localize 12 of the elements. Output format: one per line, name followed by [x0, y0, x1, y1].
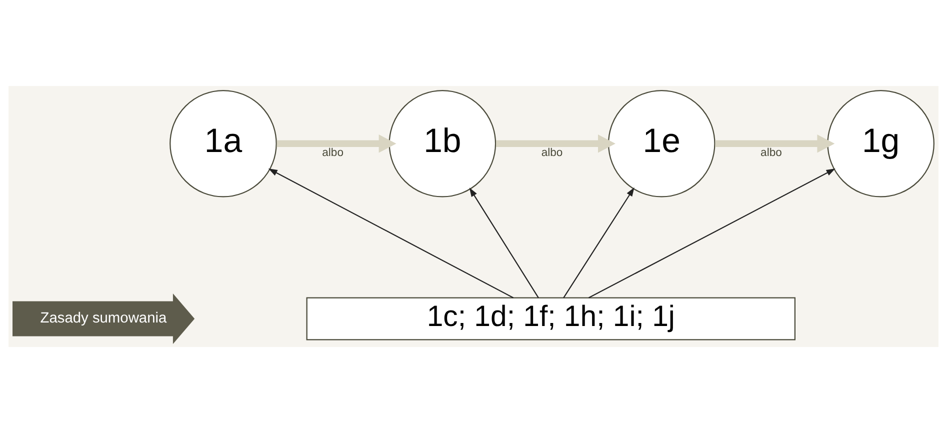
node-circle: 1g [827, 90, 934, 198]
arrow [563, 187, 634, 298]
node-box: 1c; 1d; 1f; 1h; 1i; 1j [306, 297, 796, 340]
edge-label: albo [760, 147, 782, 160]
edge-label: albo [541, 147, 563, 160]
arrow [276, 134, 396, 153]
arrow [715, 134, 835, 153]
arrow [469, 188, 539, 298]
arrow [268, 168, 514, 298]
arrow [496, 134, 616, 153]
edge-label: albo [322, 147, 344, 160]
arrow [588, 168, 836, 298]
